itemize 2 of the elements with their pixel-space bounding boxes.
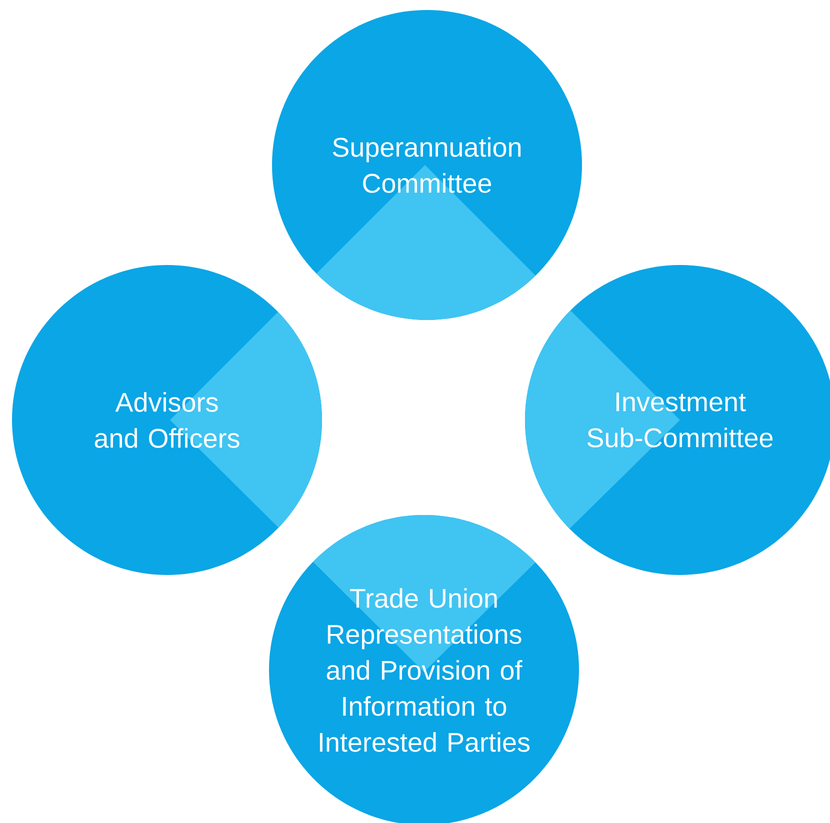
node-label: Information to Interested Parties bbox=[320, 696, 530, 752]
node-label: Superannuation bbox=[332, 137, 521, 162]
